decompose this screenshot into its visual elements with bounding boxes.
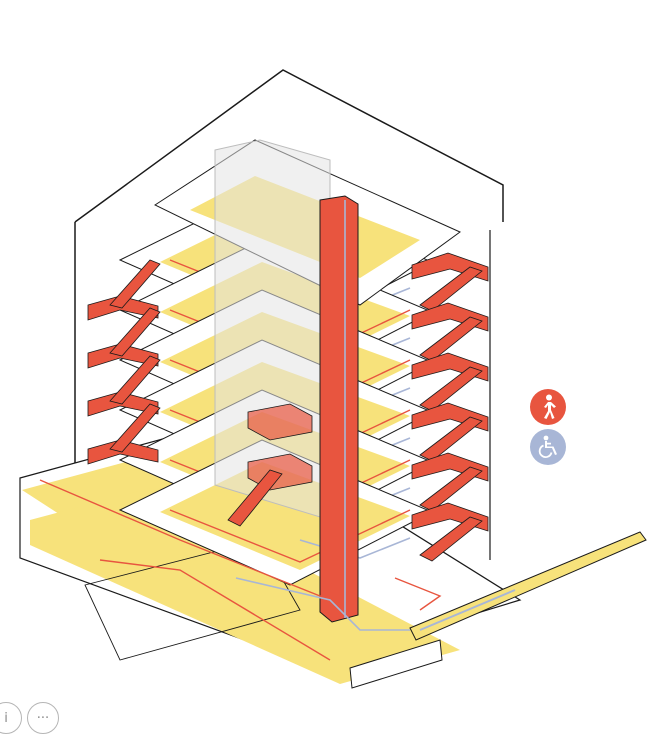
legend-accessible-route-badge — [530, 429, 566, 465]
right-stair-flight — [411, 352, 489, 412]
legend-walking-route-badge — [530, 389, 566, 425]
podium-deck-lower — [30, 488, 460, 684]
more-options-button[interactable]: ··· — [27, 702, 59, 734]
right-stair-landing — [411, 452, 489, 482]
left-stair-run — [109, 259, 161, 309]
right-stair-landing — [411, 402, 489, 432]
left-stair-flight — [87, 403, 161, 465]
right-stair-run — [419, 416, 483, 462]
left-stair-flight — [87, 307, 161, 369]
right-stair-run — [419, 516, 483, 562]
wheelchair-icon — [538, 435, 557, 458]
left-stair-flight — [87, 259, 161, 321]
central-stair-landing-upper — [247, 403, 313, 441]
walking-route-line — [169, 509, 411, 563]
right-stair-flight — [411, 402, 489, 462]
right-stair-flight — [411, 302, 489, 362]
right-stair-run — [419, 466, 483, 512]
right-stair-flight — [411, 452, 489, 512]
more-options-icon: ··· — [36, 710, 50, 726]
right-stair-run — [419, 316, 483, 362]
right-stair-landing — [411, 502, 489, 532]
entry-step — [349, 639, 443, 689]
access-ramp — [409, 531, 647, 641]
right-stair-landing — [411, 302, 489, 332]
info-icon: i — [4, 710, 8, 726]
central-stair-run — [227, 469, 283, 527]
ground-walking-route-lower — [99, 559, 331, 661]
entry-walking-route — [394, 577, 442, 611]
right-stair-landing — [411, 352, 489, 382]
left-stair-run — [109, 403, 161, 453]
ground-walking-route — [39, 479, 331, 601]
left-stair-run — [109, 355, 161, 405]
building-roof-outline — [74, 69, 504, 223]
right-stair-run — [419, 366, 483, 412]
left-stair-flight — [87, 355, 161, 417]
walking-person-icon — [544, 394, 556, 419]
left-stair-run — [109, 307, 161, 357]
egress-shaft — [319, 195, 359, 623]
lower-level-outline — [84, 539, 301, 661]
ramp-accessible-route — [419, 589, 516, 631]
right-stair-run — [419, 266, 483, 312]
right-stair-flight — [411, 252, 489, 312]
ground-accessible-route — [235, 577, 410, 631]
right-stair-flight — [411, 502, 489, 562]
